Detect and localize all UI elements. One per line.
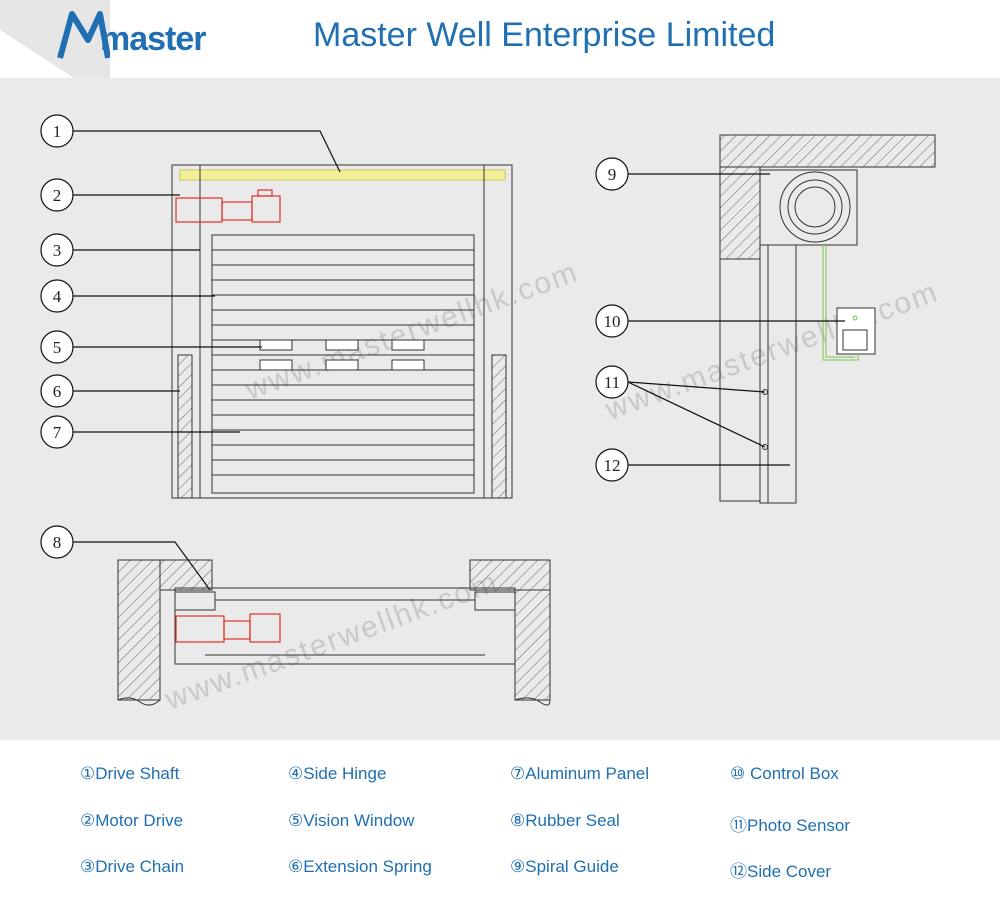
callout-10: 10 <box>595 304 845 338</box>
legend-item: ⑨Spiral Guide <box>510 857 619 877</box>
callout-circle <box>40 114 74 148</box>
side-view <box>719 134 936 504</box>
callout-number: 3 <box>53 241 62 260</box>
legend-item: ⑫Side Cover <box>730 857 831 882</box>
page-title: Master Well Enterprise Limited <box>313 16 776 54</box>
legend-item: ⑪Photo Sensor <box>730 811 850 836</box>
callout-circle <box>595 304 629 338</box>
callout-8: 8 <box>40 525 211 591</box>
watermark-text: www.masterwellhk.com <box>600 275 943 427</box>
legend-label: Drive Chain <box>95 857 185 876</box>
callout-circle <box>40 279 74 313</box>
callout-11: 11 <box>595 365 766 448</box>
diagram-area: www.masterwellhk.com www.masterwellhk.co… <box>0 78 1000 740</box>
callout-circle <box>40 178 74 212</box>
motor-top <box>175 613 281 643</box>
legend-item: ⑩ Control Box <box>730 764 839 784</box>
legend-label: Spiral Guide <box>525 857 619 876</box>
legend-item: ⑥Extension Spring <box>288 857 432 877</box>
legend-item: ①Drive Shaft <box>80 764 179 784</box>
watermark-text: www.masterwellhk.com <box>240 255 583 407</box>
legend-label: Side Cover <box>747 862 832 881</box>
legend-item: ⑧Rubber Seal <box>510 811 620 831</box>
legend-label: Vision Window <box>303 811 415 830</box>
callout-4: 4 <box>40 279 215 313</box>
legend-marker: ⑧ <box>510 811 526 830</box>
legend-marker: ⑤ <box>288 811 304 830</box>
legend-label: Extension Spring <box>303 857 432 876</box>
front-view <box>171 164 513 499</box>
callout-9: 9 <box>595 157 770 191</box>
callout-5: 5 <box>40 330 262 364</box>
legend-label: Drive Shaft <box>95 764 180 783</box>
legend-item: ②Motor Drive <box>80 811 183 831</box>
callout-3: 3 <box>40 233 200 267</box>
legend-marker: ⑦ <box>510 764 526 783</box>
leader-line <box>73 130 341 173</box>
legend-marker: ① <box>80 764 96 783</box>
leader-line <box>73 541 211 591</box>
callout-circle <box>40 330 74 364</box>
callout-number: 11 <box>604 373 620 392</box>
legend-label: Motor Drive <box>95 811 184 830</box>
legend-item: ⑤Vision Window <box>288 811 414 831</box>
callout-circle <box>40 415 74 449</box>
callout-7: 7 <box>40 415 240 449</box>
logo-text: master <box>100 20 207 58</box>
legend-label: Rubber Seal <box>525 811 620 830</box>
legend-marker: ⑫ <box>730 862 747 881</box>
callout-number: 7 <box>53 423 62 442</box>
header: master Master Well Enterprise Limited <box>0 0 1000 78</box>
legend-label: Aluminum Panel <box>525 764 650 783</box>
legend-marker: ⑪ <box>730 816 747 835</box>
callout-6: 6 <box>40 374 180 408</box>
callout-circle <box>595 157 629 191</box>
callout-number: 2 <box>53 186 62 205</box>
callout-number: 1 <box>53 122 62 141</box>
callout-circle <box>40 374 74 408</box>
legend-label: Side Hinge <box>303 764 387 783</box>
callout-1: 1 <box>40 114 341 173</box>
legend-label: Photo Sensor <box>747 816 851 835</box>
callout-number: 9 <box>608 165 617 184</box>
legend-marker: ④ <box>288 764 304 783</box>
callout-number: 8 <box>53 533 62 552</box>
callout-circle <box>595 448 629 482</box>
callout-2: 2 <box>40 178 180 212</box>
callout-number: 4 <box>53 287 62 306</box>
leader-line <box>627 381 766 393</box>
legend-label: Control Box <box>745 764 839 783</box>
legend-item: ③Drive Chain <box>80 857 184 877</box>
door-diagram: www.masterwellhk.com www.masterwellhk.co… <box>40 114 943 717</box>
callout-circle <box>40 233 74 267</box>
top-view <box>117 559 551 706</box>
callout-circle <box>595 365 629 399</box>
callout-12: 12 <box>595 448 790 482</box>
leader-line <box>627 381 766 448</box>
legend-marker: ⑥ <box>288 857 304 876</box>
legend-item: ④Side Hinge <box>288 764 386 784</box>
wire <box>822 245 859 361</box>
callout-number: 10 <box>604 312 621 331</box>
callout-number: 12 <box>604 456 621 475</box>
legend-marker: ② <box>80 811 96 830</box>
legend-marker: ⑩ <box>730 764 746 783</box>
logo-mark-icon <box>0 0 110 78</box>
callout-number: 5 <box>53 338 62 357</box>
legend-marker: ③ <box>80 857 96 876</box>
legend-marker: ⑨ <box>510 857 526 876</box>
callout-number: 6 <box>53 382 62 401</box>
callout-circle <box>40 525 74 559</box>
motor-front <box>175 189 281 223</box>
legend-item: ⑦Aluminum Panel <box>510 764 649 784</box>
